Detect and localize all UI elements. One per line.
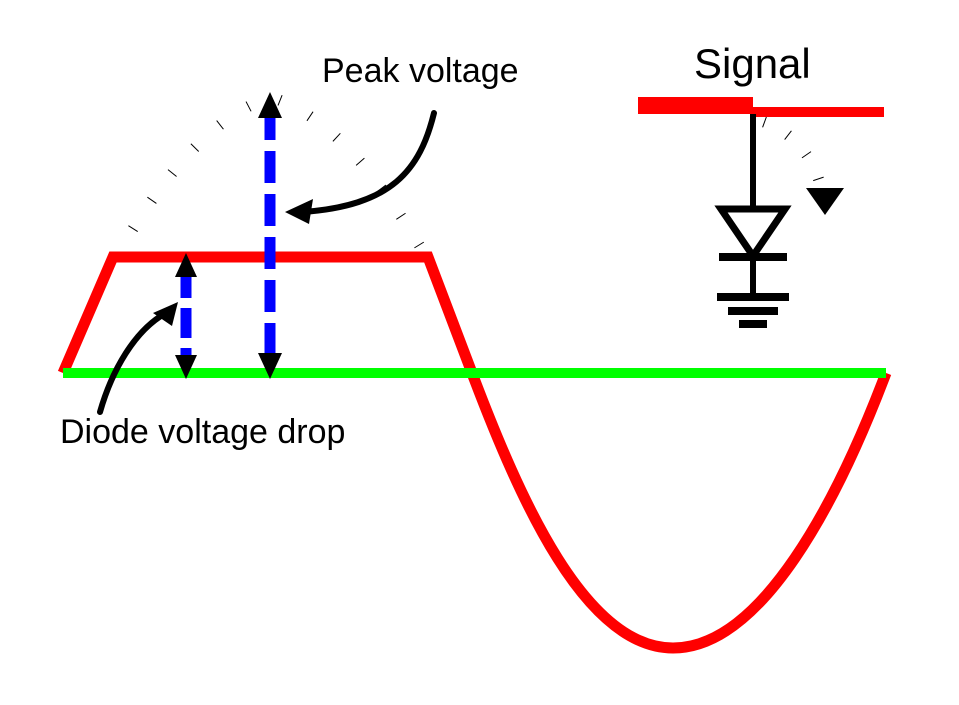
signal-wire-thin-segment [753, 107, 884, 117]
waveform-path [57, 251, 892, 654]
diode-drop-leader-path [97, 310, 169, 415]
clipping-arrow-arrowhead [806, 188, 844, 215]
clipped-signal-waveform [57, 251, 892, 654]
diode-drop-arrowhead-up [175, 253, 197, 277]
diode-drop-leader-arrowhead [153, 302, 178, 326]
peak-voltage-leader-path [299, 110, 437, 215]
peak-voltage-label: Peak voltage [322, 52, 519, 90]
diode-drop-measure-arrow [175, 253, 197, 379]
ground-symbol-icon [717, 293, 789, 328]
peak-voltage-measure-arrow [258, 92, 282, 379]
clipping-arrow-dotted-arc [761, 116, 826, 186]
waveform-plot: Peak voltage Diode voltage drop [57, 52, 892, 654]
peak-voltage-leader [285, 110, 437, 224]
peak-voltage-arrowhead-down [258, 353, 282, 379]
diode-drop-leader [97, 302, 178, 415]
diode-drop-arrowhead-down [175, 355, 197, 379]
signal-label: Signal [694, 40, 811, 87]
peak-voltage-arrowhead-up [258, 92, 282, 118]
diode-triangle-icon [714, 205, 792, 263]
diode-voltage-drop-label: Diode voltage drop [60, 413, 345, 451]
signal-wire-thick-segment [638, 97, 753, 114]
diode-clipper-circuit: Signal [638, 40, 884, 328]
peak-voltage-leader-arrowhead [285, 199, 313, 224]
clipping-direction-arrow [761, 116, 844, 215]
